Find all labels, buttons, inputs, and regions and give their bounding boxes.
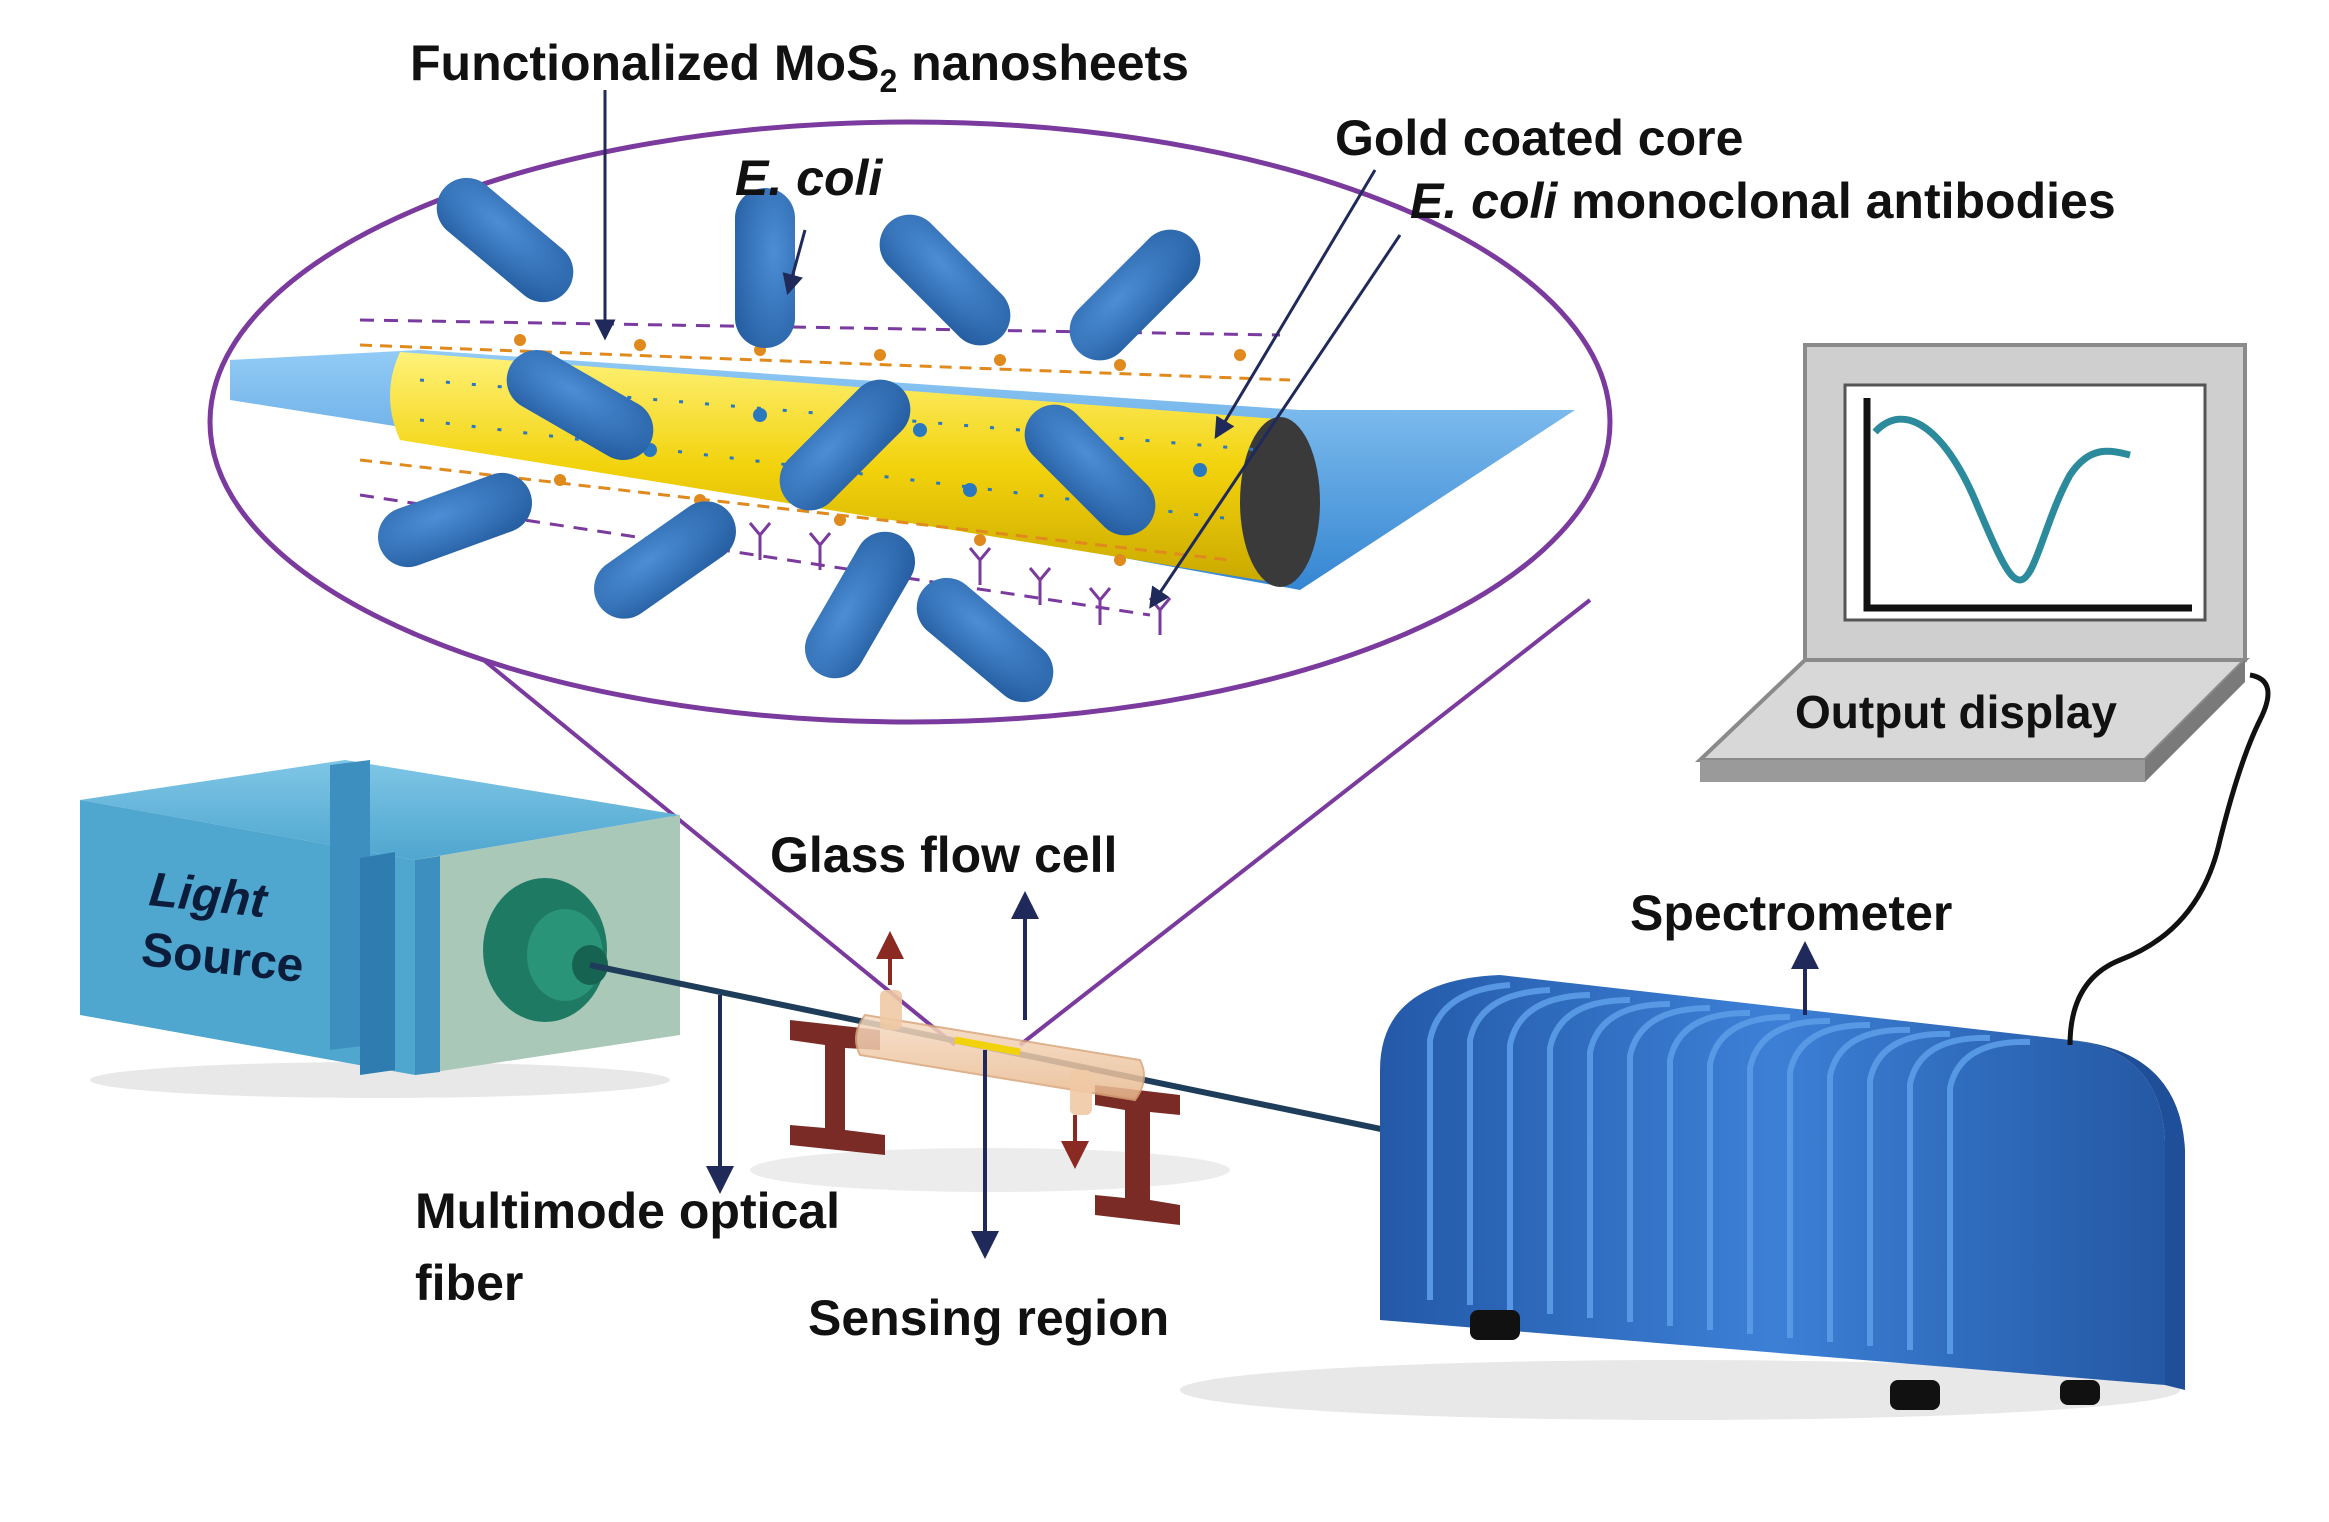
antibodies-label: E. coli monoclonal antibodies bbox=[1410, 173, 2116, 229]
ecoli-bacterium bbox=[879, 214, 1011, 346]
output-display-label: Output display bbox=[1795, 686, 2117, 738]
gold-core-pointer-arrow bbox=[1214, 169, 1377, 440]
nanosheets-label: Functionalized MoS2 nanosheets bbox=[410, 35, 1189, 99]
light-source-label-line1: Light bbox=[147, 863, 271, 928]
spectrometer-label: Spectrometer bbox=[1630, 885, 1952, 941]
flow-cell-icon bbox=[750, 931, 1230, 1225]
sensing-region-label: Sensing region bbox=[808, 1290, 1169, 1346]
ecoli-bacterium bbox=[506, 350, 654, 460]
laptop-icon bbox=[1695, 343, 2250, 782]
antibodies-pointer-arrow bbox=[1149, 234, 1402, 609]
light-source-box-icon bbox=[80, 760, 680, 1098]
ecoli-label: E. coli bbox=[735, 150, 883, 206]
ecoli-bacterium bbox=[594, 501, 736, 619]
glass-flow-cell-label: Glass flow cell bbox=[770, 827, 1117, 883]
fiber-label-line1: Multimode optical bbox=[415, 1183, 840, 1239]
ecoli-bacterium bbox=[916, 577, 1054, 703]
ecoli-bacterium bbox=[1069, 229, 1201, 361]
ecoli-bacterium bbox=[735, 188, 795, 348]
zoom-line-left bbox=[408, 598, 957, 1047]
ecoli-pointer-arrow bbox=[782, 229, 807, 296]
ecoli-bacterium bbox=[436, 177, 574, 303]
ecoli-bacterium bbox=[805, 531, 915, 679]
fiber-label-line2: fiber bbox=[415, 1255, 523, 1311]
ecoli-bacterium bbox=[378, 472, 532, 568]
ecoli-bacterium bbox=[779, 379, 911, 511]
gold-core-end-icon bbox=[1240, 417, 1320, 587]
ecoli-bacterium bbox=[1024, 404, 1156, 536]
screen-spectrum-curve bbox=[1872, 415, 2131, 584]
sensing-region-highlight bbox=[954, 1036, 1021, 1056]
spectrometer-icon bbox=[1180, 975, 2185, 1420]
right-stand-icon bbox=[1095, 1085, 1180, 1225]
magnified-view bbox=[207, 90, 1613, 1047]
left-stand-icon bbox=[790, 1020, 885, 1155]
zoom-line-right bbox=[1018, 598, 1592, 1047]
screen-axes bbox=[1863, 398, 2192, 612]
ecoli-bacteria-icons bbox=[378, 177, 1201, 703]
data-cable-icon bbox=[2067, 672, 2271, 1046]
gold-core-label: Gold coated core bbox=[1335, 110, 1743, 166]
